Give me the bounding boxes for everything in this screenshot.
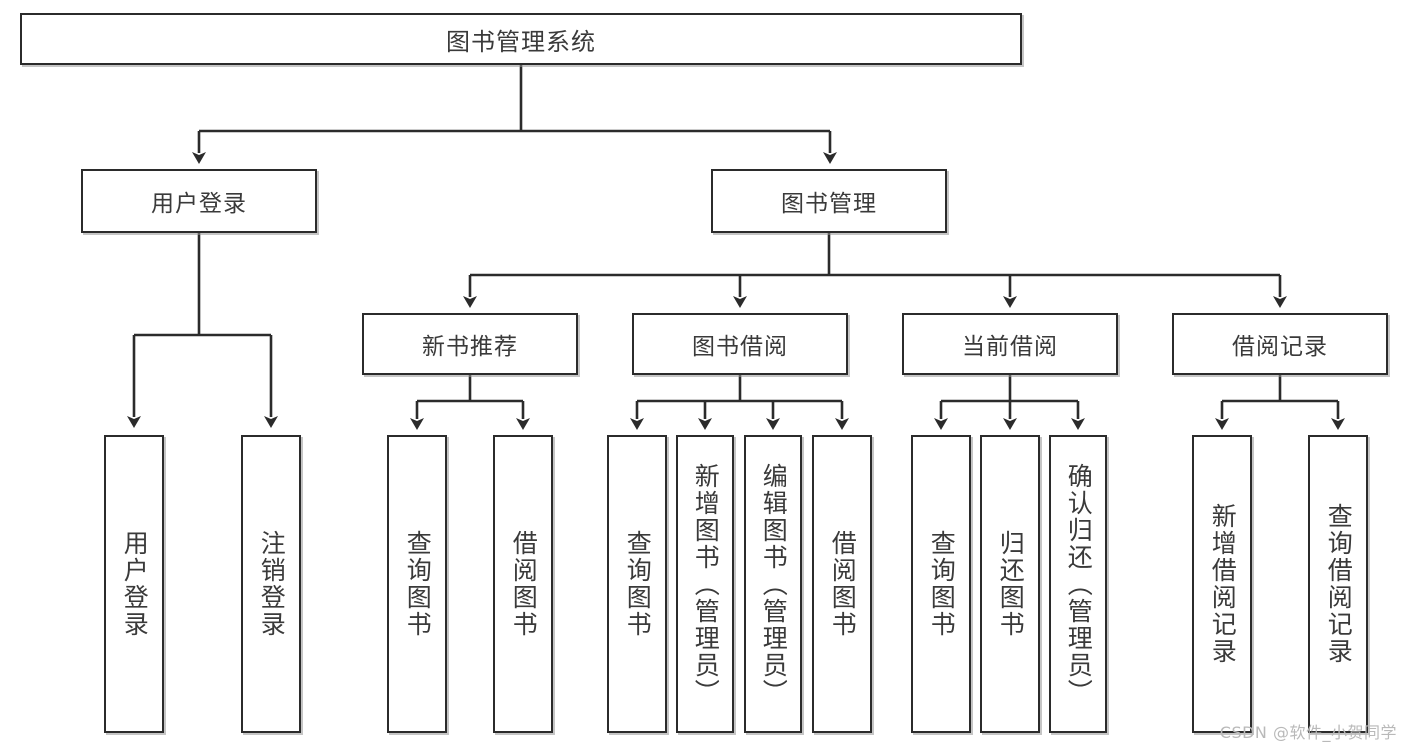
- leaf-label: 借阅图书: [828, 530, 858, 638]
- node-label: 用户登录: [151, 191, 247, 217]
- leaf-query-book-current[interactable]: 查询图书: [911, 435, 971, 733]
- node-book-borrowing[interactable]: 图书借阅: [632, 313, 848, 375]
- leaf-confirm-return-admin[interactable]: 确认归还（管理员）: [1049, 435, 1107, 733]
- leaf-label: 新增图书（管理员）: [691, 462, 721, 706]
- leaf-query-borrow-record[interactable]: 查询借阅记录: [1308, 435, 1368, 733]
- leaf-borrow-book-borrow[interactable]: 借阅图书: [812, 435, 872, 733]
- node-label: 图书管理: [781, 191, 877, 217]
- leaf-label: 归还图书: [996, 530, 1026, 638]
- leaf-label: 查询图书: [927, 530, 957, 638]
- node-root-book-management-system[interactable]: 图书管理系统: [20, 13, 1022, 65]
- node-book-management[interactable]: 图书管理: [711, 169, 947, 233]
- leaf-label: 用户登录: [120, 530, 150, 638]
- leaf-borrow-book-new-rec[interactable]: 借阅图书: [493, 435, 553, 733]
- leaf-query-book-new-rec[interactable]: 查询图书: [387, 435, 447, 733]
- node-new-book-recommendation[interactable]: 新书推荐: [362, 313, 578, 375]
- leaf-label: 新增借阅记录: [1208, 503, 1238, 665]
- node-label: 借阅记录: [1232, 334, 1328, 360]
- leaf-label: 查询图书: [403, 530, 433, 638]
- leaf-user-logout[interactable]: 注销登录: [241, 435, 301, 733]
- leaf-label: 借阅图书: [509, 530, 539, 638]
- watermark: CSDN @软件_小贺同学: [1219, 723, 1397, 742]
- node-label: 新书推荐: [422, 334, 518, 360]
- node-label: 当前借阅: [962, 334, 1058, 360]
- node-borrowing-record[interactable]: 借阅记录: [1172, 313, 1388, 375]
- leaf-label: 查询借阅记录: [1324, 503, 1354, 665]
- node-label: 图书管理系统: [446, 27, 596, 56]
- leaf-label: 查询图书: [623, 530, 653, 638]
- leaf-add-book-admin[interactable]: 新增图书（管理员）: [676, 435, 734, 733]
- leaf-label: 确认归还（管理员）: [1064, 462, 1094, 706]
- node-current-borrowing[interactable]: 当前借阅: [902, 313, 1118, 375]
- leaf-return-book[interactable]: 归还图书: [980, 435, 1040, 733]
- leaf-query-book-borrow[interactable]: 查询图书: [607, 435, 667, 733]
- leaf-label: 注销登录: [257, 530, 287, 638]
- node-user-login[interactable]: 用户登录: [81, 169, 317, 233]
- node-label: 图书借阅: [692, 334, 788, 360]
- leaf-edit-book-admin[interactable]: 编辑图书（管理员）: [744, 435, 802, 733]
- leaf-add-borrow-record[interactable]: 新增借阅记录: [1192, 435, 1252, 733]
- leaf-user-login[interactable]: 用户登录: [104, 435, 164, 733]
- leaf-label: 编辑图书（管理员）: [759, 462, 789, 706]
